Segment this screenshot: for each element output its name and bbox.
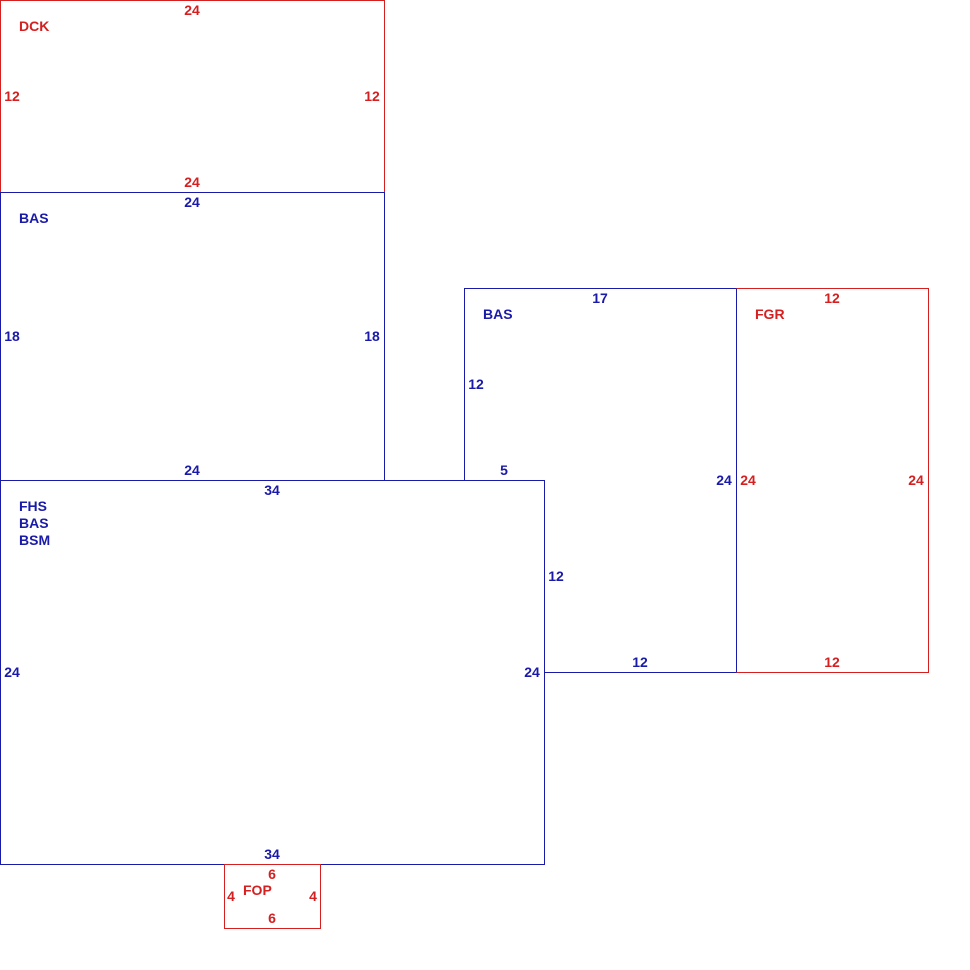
area-bas-label: BAS bbox=[19, 515, 49, 531]
area-fgr-dim-right: 24 bbox=[908, 472, 924, 488]
area-bas-upper-label: BAS bbox=[19, 210, 49, 226]
area-bas-right-dim-notch: 5 bbox=[500, 462, 508, 478]
area-fhs-label: FHS bbox=[19, 498, 47, 514]
area-dck-dim-top: 24 bbox=[184, 2, 200, 18]
area-bas-upper-dim-top: 24 bbox=[184, 194, 200, 210]
area-dck-dim-right: 12 bbox=[364, 88, 380, 104]
area-bas-right-dim-top: 17 bbox=[592, 290, 608, 306]
area-bas-right-label: BAS bbox=[483, 306, 513, 322]
area-fop-label: FOP bbox=[243, 882, 272, 898]
area-fop-dim-right: 4 bbox=[309, 888, 317, 904]
area-fhs-bas-bsm-dim-left: 24 bbox=[4, 664, 20, 680]
area-fgr: FGR 12 12 24 24 bbox=[736, 288, 929, 673]
area-bas-right-dim-inner-right: 12 bbox=[548, 568, 564, 584]
area-bas-upper-dim-bottom: 24 bbox=[184, 462, 200, 478]
area-bas-upper-dim-right: 18 bbox=[364, 328, 380, 344]
area-fop: FOP 6 6 4 4 bbox=[224, 864, 321, 929]
area-fop-outline bbox=[224, 864, 321, 929]
area-dck-dim-bottom: 24 bbox=[184, 174, 200, 190]
area-fop-dim-top: 6 bbox=[268, 866, 276, 882]
area-bas-right: BAS 17 12 5 12 24 12 bbox=[464, 288, 737, 673]
area-fhs-bas-bsm-dim-right: 24 bbox=[524, 664, 540, 680]
area-fgr-dim-bottom: 12 bbox=[824, 654, 840, 670]
area-bas-right-dim-bottom: 12 bbox=[632, 654, 648, 670]
area-fgr-dim-left: 24 bbox=[740, 472, 756, 488]
area-bas-right-dim-left: 12 bbox=[468, 376, 484, 392]
area-fgr-dim-top: 12 bbox=[824, 290, 840, 306]
area-fgr-label: FGR bbox=[755, 306, 785, 322]
area-fop-dim-left: 4 bbox=[227, 888, 235, 904]
area-bas-right-dim-right: 24 bbox=[716, 472, 732, 488]
area-bas-upper: BAS 24 24 18 18 bbox=[0, 192, 385, 481]
area-dck-dim-left: 12 bbox=[4, 88, 20, 104]
area-dck-label: DCK bbox=[19, 18, 49, 34]
area-bas-upper-dim-left: 18 bbox=[4, 328, 20, 344]
area-fhs-bas-bsm-dim-bottom: 34 bbox=[264, 846, 280, 862]
area-dck: DCK 24 24 12 12 bbox=[0, 0, 385, 193]
area-bas-upper-outline bbox=[0, 192, 385, 481]
area-fgr-outline bbox=[736, 288, 929, 673]
area-fhs-bas-bsm-dim-top: 34 bbox=[264, 482, 280, 498]
area-fhs-bas-bsm: FHS BAS BSM 34 34 24 24 bbox=[0, 480, 545, 865]
area-fop-dim-bottom: 6 bbox=[268, 910, 276, 926]
area-dck-outline bbox=[0, 0, 385, 193]
area-fhs-bas-bsm-outline bbox=[0, 480, 545, 865]
area-bsm-label: BSM bbox=[19, 532, 50, 548]
